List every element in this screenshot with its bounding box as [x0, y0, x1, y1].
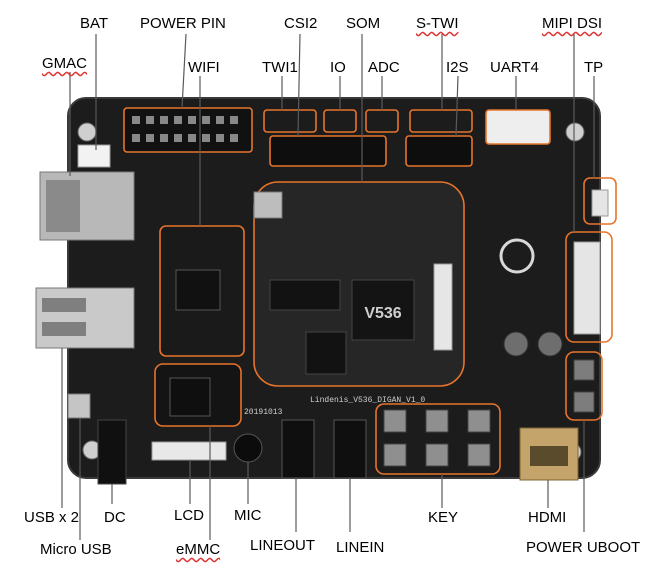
uboot-button — [573, 391, 595, 413]
label-hdmi: HDMI — [528, 509, 567, 526]
mount-hole-top-right — [565, 122, 585, 142]
hdmi-slot — [530, 446, 568, 466]
bat-connector — [77, 144, 111, 168]
mount-hole-top-left — [77, 122, 97, 142]
usb-port — [35, 287, 135, 349]
som-memory-1 — [269, 279, 341, 311]
s-twi-box — [409, 109, 473, 133]
label-mipi-dsi: MIPI DSI — [542, 15, 603, 32]
label-som: SOM — [346, 15, 381, 32]
lcd-connector — [151, 441, 227, 461]
wifi-chip — [175, 269, 221, 311]
twi1-box — [263, 109, 317, 133]
uart4-box — [485, 109, 551, 145]
linein-jack — [333, 419, 367, 479]
label-lcd: LCD — [174, 507, 205, 524]
power-pin-pins — [132, 116, 238, 142]
label-io: IO — [330, 59, 346, 76]
label-adc: ADC — [368, 59, 400, 76]
label-dc: DC — [104, 509, 126, 526]
tp-box — [583, 177, 617, 225]
board-logo — [499, 238, 535, 274]
som-connector — [433, 263, 453, 351]
usb-slot-2 — [42, 322, 86, 336]
ethernet-jack — [46, 180, 80, 232]
label-power-pin: POWER PIN — [140, 15, 226, 32]
leader-lines — [61, 33, 595, 540]
som-memory-2 — [305, 331, 347, 375]
label-key: KEY — [428, 509, 459, 526]
label-bat: BAT — [80, 15, 109, 32]
power-button — [573, 359, 595, 381]
mipi-dsi-connector — [573, 241, 601, 335]
usb-slot-1 — [42, 298, 86, 312]
mipi-dsi-box — [565, 231, 613, 343]
csi2-header — [269, 135, 387, 167]
label-wifi: WIFI — [188, 59, 220, 76]
label-twi1: TWI1 — [262, 59, 298, 76]
label-i2s: I2S — [446, 59, 469, 76]
capacitor-1 — [503, 331, 529, 357]
label-linein: LINEIN — [336, 539, 385, 556]
micro-usb-port — [67, 393, 91, 419]
leader-csi2 — [297, 33, 301, 137]
tp-connector — [591, 189, 609, 217]
label-power-uboot: POWER UBOOT — [526, 539, 641, 556]
key-box — [375, 403, 501, 475]
label-uart4: UART4 — [490, 59, 539, 76]
label-mic: MIC — [234, 507, 262, 524]
power-pin-header — [123, 107, 253, 153]
label-tp: TP — [584, 59, 604, 76]
label-micro-usb: Micro USB — [40, 541, 112, 558]
label-lineout: LINEOUT — [250, 537, 316, 554]
board-date: 20191013 — [244, 408, 283, 417]
board-silkscreen: Lindenis_V536_DIGAN_V1_0 — [310, 396, 425, 405]
capacitor-2 — [537, 331, 563, 357]
leader-power-pin — [181, 33, 187, 109]
label-csi2: CSI2 — [284, 15, 318, 32]
i2s-header — [405, 135, 473, 167]
som-chip-label: V536 — [364, 305, 401, 322]
mic-component — [233, 433, 263, 463]
label-usb-x2: USB x 2 — [24, 509, 80, 526]
emmc-chip — [169, 377, 211, 417]
som-chip — [351, 279, 415, 341]
som-sd-slot — [253, 191, 283, 219]
label-emmc: eMMC — [176, 541, 221, 558]
leader-i2s — [455, 75, 459, 137]
label-s-twi: S-TWI — [416, 15, 459, 32]
key-buttons — [383, 409, 491, 467]
lineout-jack — [281, 419, 315, 479]
label-gmac: GMAC — [42, 55, 87, 72]
dc-jack — [97, 419, 127, 485]
